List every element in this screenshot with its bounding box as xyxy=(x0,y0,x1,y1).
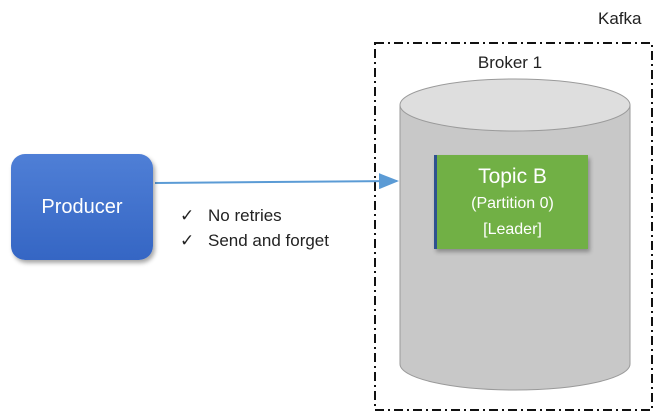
broker-label: Broker 1 xyxy=(477,53,543,72)
topic-partition-label: (Partition 0) xyxy=(471,195,554,212)
note-item: ✓ No retries xyxy=(180,203,329,228)
producer-to-broker-arrow xyxy=(154,173,399,190)
topic-partition-node: Topic B (Partition 0) [Leader] xyxy=(434,155,588,249)
topic-role-label: [Leader] xyxy=(483,221,542,238)
producer-node: Producer xyxy=(11,154,153,260)
producer-notes-list: ✓ No retries ✓ Send and forget xyxy=(180,203,329,253)
note-text: Send and forget xyxy=(208,231,329,250)
topic-title: Topic B xyxy=(478,165,547,188)
note-text: No retries xyxy=(208,206,282,225)
broker-cylinder-top xyxy=(399,78,631,132)
note-item: ✓ Send and forget xyxy=(180,228,329,253)
producer-label: Producer xyxy=(41,195,123,218)
kafka-cluster-boundary xyxy=(374,42,653,411)
check-icon: ✓ xyxy=(180,206,195,225)
kafka-cluster-label: Kafka xyxy=(598,9,642,28)
check-icon: ✓ xyxy=(180,231,195,250)
